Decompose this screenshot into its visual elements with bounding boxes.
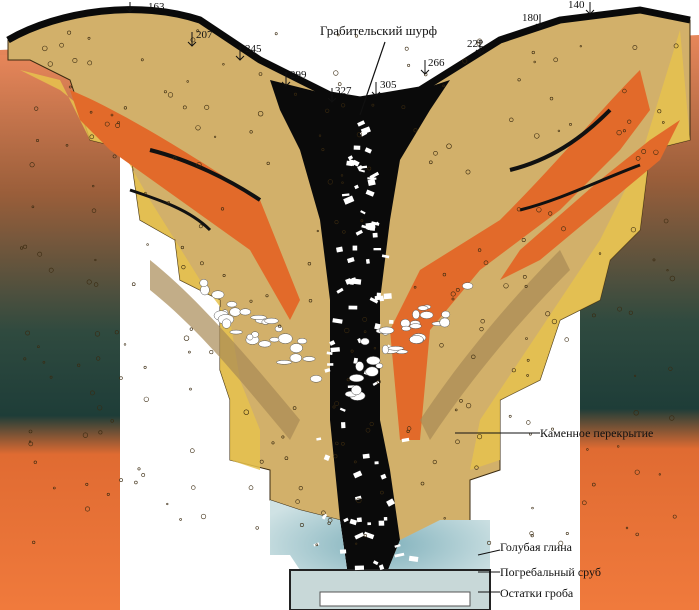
stone <box>373 233 378 238</box>
stone <box>367 522 371 525</box>
stone <box>384 517 388 521</box>
stone <box>380 298 384 302</box>
stone <box>341 422 346 428</box>
stone <box>349 306 358 310</box>
stone <box>297 338 307 344</box>
stone <box>290 354 302 363</box>
stone <box>418 306 428 311</box>
stone <box>375 461 379 464</box>
stone <box>310 375 322 382</box>
depth-label: 180 <box>522 12 539 24</box>
stone <box>240 309 251 315</box>
stone <box>377 293 382 298</box>
stone <box>270 337 279 342</box>
stone <box>384 293 392 299</box>
stone <box>409 335 423 343</box>
stone <box>349 374 364 381</box>
stone <box>442 311 450 318</box>
depth-label: 163 <box>148 1 165 13</box>
stone <box>259 341 271 347</box>
stone <box>351 385 361 395</box>
stone <box>374 248 382 250</box>
stone <box>355 565 364 570</box>
stone <box>420 312 433 319</box>
stone <box>388 346 404 350</box>
depth-label: 305 <box>380 79 397 91</box>
stone <box>265 318 279 324</box>
stone <box>278 334 292 344</box>
stone <box>276 360 291 364</box>
stone <box>363 454 370 459</box>
stone <box>212 291 224 299</box>
stone <box>366 259 370 264</box>
depth-label: 222 <box>467 38 484 50</box>
depth-label: 299 <box>290 69 307 81</box>
stone <box>440 318 450 327</box>
depth-label: 266 <box>428 57 445 69</box>
stone <box>389 320 393 324</box>
coffin-remains <box>320 592 470 606</box>
stone <box>340 549 346 553</box>
stone <box>361 338 370 345</box>
stone-cover-label: Каменное перекрытие <box>540 426 653 440</box>
depth-label: 207 <box>196 29 213 41</box>
stone <box>366 367 379 377</box>
stone <box>402 326 411 331</box>
stone <box>366 356 380 364</box>
stone <box>200 279 208 286</box>
coffin-remains-label: Остатки гроба <box>500 586 574 600</box>
title-label: Грабительский шурф <box>320 23 437 38</box>
stone <box>412 310 419 319</box>
stone <box>303 357 315 362</box>
burial-frame-label: Погребальный сруб <box>500 565 601 579</box>
stone <box>357 517 362 522</box>
stone <box>290 344 303 353</box>
stone <box>382 345 388 354</box>
stone <box>356 362 364 372</box>
depth-label: 140 <box>568 0 585 11</box>
depth-label: 245 <box>245 43 262 55</box>
stone <box>251 315 267 319</box>
stone <box>354 146 361 150</box>
stone <box>327 363 333 366</box>
stone <box>230 308 241 317</box>
stone <box>247 334 253 340</box>
stone <box>330 347 340 352</box>
depth-label: 327 <box>335 85 352 97</box>
stone <box>410 324 422 329</box>
stone <box>462 283 473 290</box>
stone <box>222 319 231 329</box>
blue-clay-label: Голубая глина <box>500 540 573 554</box>
stone <box>227 302 237 308</box>
stone <box>379 327 394 334</box>
stone <box>353 246 358 251</box>
stone <box>379 521 385 526</box>
stone <box>230 330 243 334</box>
